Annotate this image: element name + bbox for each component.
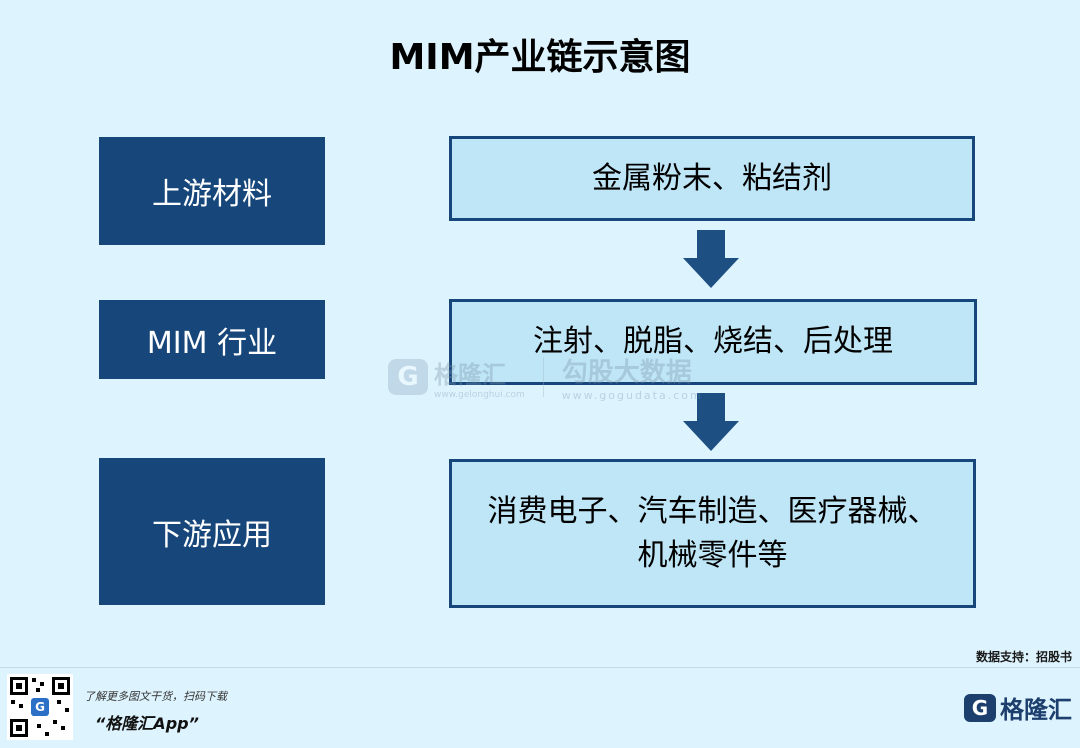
watermark: G 格隆汇 www.gelonghui.com 勾股大数据 www.goguda…	[388, 352, 703, 402]
footer-divider	[0, 667, 1080, 668]
watermark-brand-url: www.gelonghui.com	[434, 389, 525, 400]
data-source: 数据支持：招股书	[975, 650, 1072, 664]
process-text: 金属粉末、粘结剂	[592, 160, 832, 196]
watermark-separator	[542, 357, 544, 397]
process-text-line-2: 机械零件等	[637, 537, 788, 573]
watermark-brand-text: 格隆汇	[434, 360, 506, 389]
promo-text: 了解更多图文干货，扫码下载	[84, 690, 227, 703]
process-text-line-1: 消费电子、汽车制造、医疗器械、	[487, 493, 938, 529]
watermark-brand: 格隆汇 www.gelonghui.com	[434, 355, 525, 400]
footer: G 了解更多图文干货，扫码下载 “格隆汇App” G 格隆汇	[0, 668, 1080, 748]
stage-mim-industry: MIM 行业	[99, 300, 325, 379]
stage-upstream: 上游材料	[99, 137, 325, 245]
process-box-materials: 金属粉末、粘结剂	[449, 136, 975, 221]
process-box-applications: 消费电子、汽车制造、医疗器械、 机械零件等	[449, 459, 976, 608]
app-name: “格隆汇App”	[95, 714, 199, 733]
brand-logo: G 格隆汇	[964, 690, 1072, 725]
watermark-logo-icon: G	[388, 359, 428, 395]
down-arrow-icon	[683, 393, 739, 451]
watermark-site-text: 勾股大数据	[561, 358, 692, 388]
watermark-site-url: www.gogudata.com	[561, 389, 703, 402]
process-text: 注射、脱脂、烧结、后处理	[533, 324, 893, 359]
brand-logo-text: 格隆汇	[1000, 696, 1072, 724]
brand-logo-icon: G	[964, 693, 996, 722]
down-arrow-icon	[683, 230, 739, 288]
process-box-manufacturing: 注射、脱脂、烧结、后处理	[449, 299, 977, 385]
stage-downstream: 下游应用	[99, 458, 325, 605]
qr-logo-icon: G	[31, 698, 49, 716]
watermark-site: 勾股大数据 www.gogudata.com	[562, 352, 703, 402]
page-title: MIM产业链示意图	[389, 37, 691, 78]
